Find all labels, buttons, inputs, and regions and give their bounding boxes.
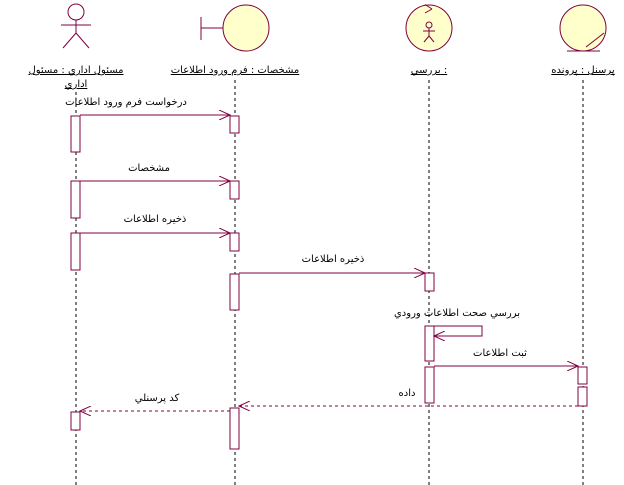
activation-form-2: [229, 180, 240, 200]
lifeline-label-form: مشخصات : فرم ورود اطلاعات: [171, 65, 300, 76]
activation-form-5: [229, 407, 240, 450]
message-label-6: ثبت اطلاعات: [473, 348, 527, 359]
activation-actor-1: [70, 115, 81, 153]
activation-form-3: [229, 232, 240, 252]
activation-actor-2: [70, 180, 81, 219]
control-icon: [405, 4, 453, 52]
activation-record-1: [577, 366, 588, 385]
activation-check-3: [424, 366, 435, 404]
actor-icon: [61, 3, 91, 49]
message-label-4: ذخيره اطلاعات: [302, 254, 365, 265]
activation-record-2: [577, 386, 588, 407]
activation-form-4: [229, 273, 240, 311]
message-label-1: درخواست فرم ورود اطلاعات: [65, 97, 187, 108]
activation-actor-4: [70, 411, 81, 431]
message-label-2: مشخصات: [128, 163, 170, 174]
lifeline-label-record: پرسنل : پرونده: [551, 65, 615, 76]
message-label-3: ذخيره اطلاعات: [124, 214, 187, 225]
message-arrow-5: [434, 325, 483, 336]
lifeline-label-actor-line2: اداري: [65, 79, 88, 90]
entity-icon: [559, 4, 607, 52]
activation-form-1: [229, 115, 240, 134]
lifeline-label-check: بررسي :: [411, 65, 447, 76]
activation-check-1: [424, 272, 435, 292]
message-label-5: بررسي صحت اطلاعات ورودي: [394, 308, 520, 319]
activation-actor-3: [70, 232, 81, 271]
lifeline-label-actor: مسئول اداري : مسئول: [28, 65, 123, 76]
activation-check-2: [424, 325, 435, 362]
message-label-8: كد پرسنلي: [135, 393, 180, 404]
message-label-7: داده: [399, 388, 416, 399]
boundary-icon: [200, 4, 270, 52]
